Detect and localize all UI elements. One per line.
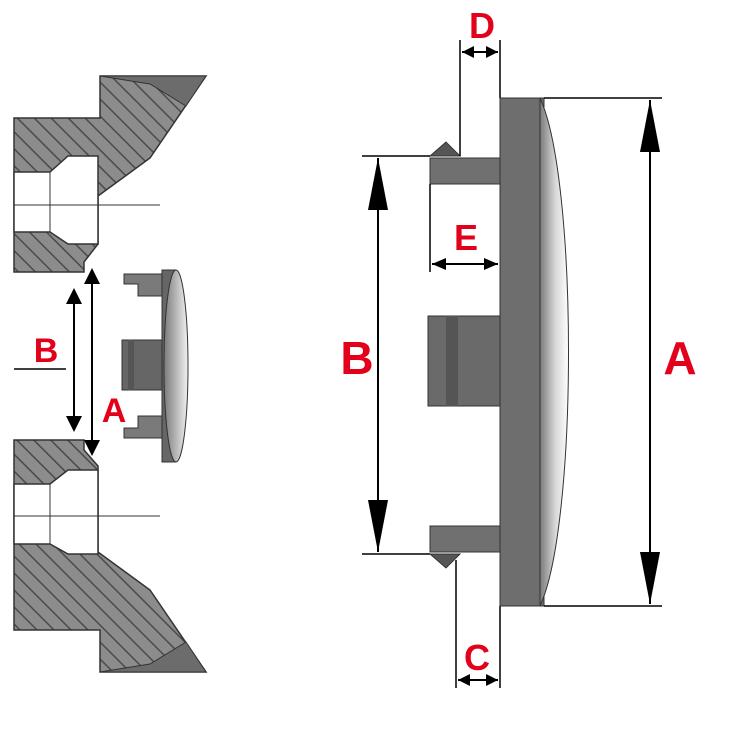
dimension-b-left: B bbox=[14, 288, 82, 432]
label-b-left: B bbox=[34, 332, 59, 370]
dimension-a-left: A bbox=[84, 268, 127, 456]
label-a-right: A bbox=[663, 332, 696, 384]
label-b-right: B bbox=[340, 332, 373, 384]
wheel-section-bottom bbox=[13, 439, 208, 673]
dimension-b-right: B bbox=[340, 155, 430, 555]
label-a-left: A bbox=[102, 392, 127, 430]
dimension-d: D bbox=[459, 5, 501, 156]
label-d: D bbox=[469, 5, 495, 46]
cap-side-view-small bbox=[121, 269, 189, 463]
dimension-a-right: A bbox=[544, 97, 697, 607]
cap-side-view-large bbox=[427, 97, 569, 607]
wheel-cross-section: B A bbox=[13, 75, 208, 673]
label-c: C bbox=[464, 637, 490, 678]
dimension-e: E bbox=[429, 184, 498, 272]
wheel-section-top bbox=[13, 75, 208, 273]
dimension-c: C bbox=[455, 560, 501, 688]
label-e: E bbox=[454, 217, 478, 258]
